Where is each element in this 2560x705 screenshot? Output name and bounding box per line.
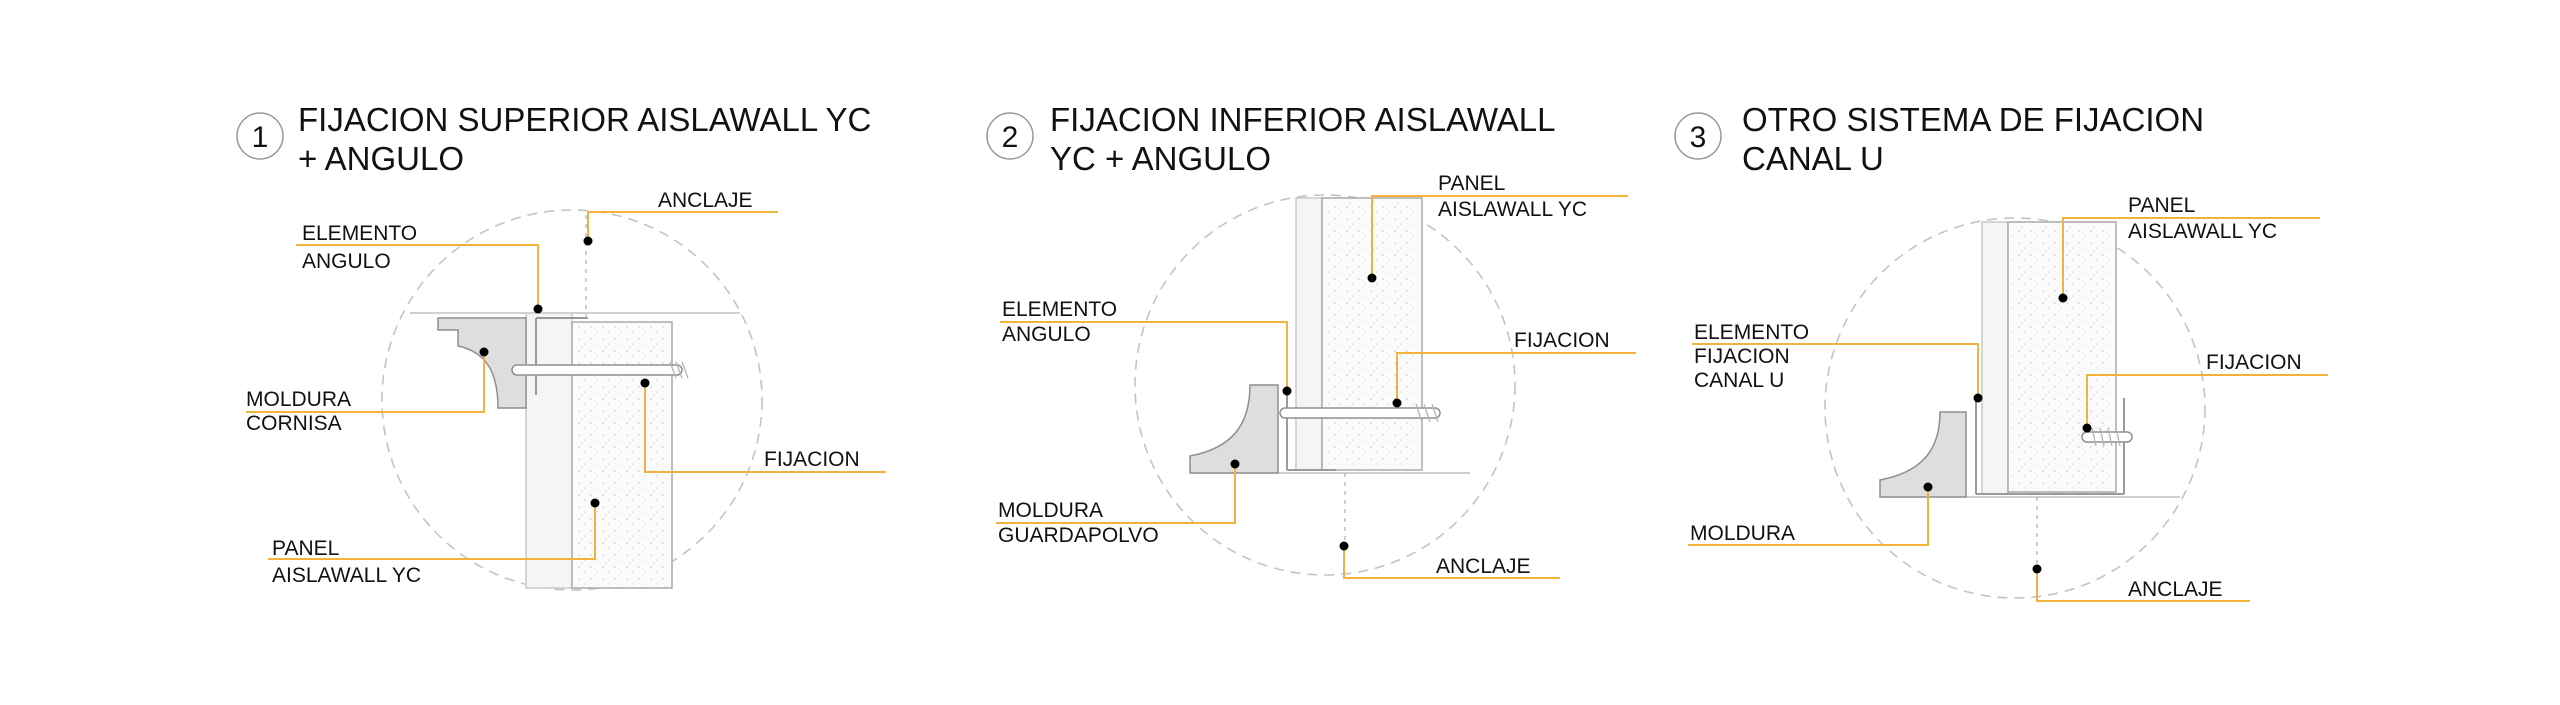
detail-1-title-line-2: + ANGULO <box>298 140 464 177</box>
detail-3-point-anclaje <box>2032 564 2042 574</box>
detail-3-molding <box>1879 411 1967 498</box>
detail-1-header: 1 FIJACION SUPERIOR AISLAWALL YC + ANGUL… <box>236 101 871 177</box>
detail-3-header: 3 OTRO SISTEMA DE FIJACION CANAL U <box>1674 101 2204 177</box>
detail-2-point-moldura <box>1230 459 1240 469</box>
detail-2-point-panel <box>1367 273 1377 283</box>
detail-1-label-elemento-line-1: ELEMENTO <box>302 222 417 245</box>
detail-3-point-panel <box>2058 293 2068 303</box>
detail-1-leader-panel <box>268 503 596 560</box>
detail-3-point-moldura <box>1923 482 1933 492</box>
detail-2-magnifier-outline <box>1134 194 1516 576</box>
detail-2-leader-fijacion <box>1396 352 1636 403</box>
detail-3-magnifier-outline <box>1824 217 2206 599</box>
detail-2-label-panel-line-2: AISLAWALL YC <box>1438 198 1587 221</box>
detail-2-label-fijacion: FIJACION <box>1514 329 1610 352</box>
detail-1-leader-fijacion <box>644 383 886 473</box>
detail-1-label-fijacion: FIJACION <box>764 448 860 471</box>
detail-3-number: 3 <box>1690 121 1707 154</box>
detail-3-title-line-1: OTRO SISTEMA DE FIJACION <box>1742 101 2204 138</box>
detail-1-point-elemento <box>533 304 543 314</box>
detail-3-label-panel-line-1: PANEL <box>2128 194 2195 217</box>
detail-3-u-channel <box>1975 398 2125 495</box>
detail-1-leader-elemento <box>296 244 539 309</box>
detail-2-label-elemento-line-2: ANGULO <box>1002 323 1091 346</box>
detail-3-leader-elemento <box>1692 343 1979 398</box>
detail-2-leader-anclaje <box>1343 546 1560 579</box>
detail-1-label-moldura-line-2: CORNISA <box>246 412 342 435</box>
detail-2-angle-element <box>1286 392 1336 471</box>
detail-2-leader-elemento <box>1000 321 1288 391</box>
detail-3-label-panel-line-2: AISLAWALL YC <box>2128 220 2277 243</box>
detail-3-label-elemento-line-1: ELEMENTO <box>1694 321 1809 344</box>
detail-3-leader-panel <box>2062 217 2320 298</box>
detail-2-number: 2 <box>1002 121 1019 154</box>
detail-3-point-elemento <box>1973 393 1983 403</box>
detail-2-point-fijacion <box>1392 398 1402 408</box>
detail-1-point-panel <box>590 498 600 508</box>
detail-1: 1 FIJACION SUPERIOR AISLAWALL YC + ANGUL… <box>236 101 886 591</box>
detail-2-label-moldura-line-1: MOLDURA <box>998 499 1103 522</box>
detail-1-screw-thread <box>669 361 689 379</box>
detail-2-support-wall <box>1295 197 1323 471</box>
detail-1-magnifier-outline <box>381 209 763 591</box>
detail-1-leader-anclaje <box>587 211 778 241</box>
detail-1-cornice-molding <box>437 317 527 409</box>
detail-1-support-wall <box>525 312 573 589</box>
detail-2-point-elemento <box>1282 386 1292 396</box>
detail-3-callouts: PANEL AISLAWALL YC ELEMENTO FIJACION CAN… <box>1688 194 2328 602</box>
detail-3-label-fijacion: FIJACION <box>2206 351 2302 374</box>
detail-2-leader-panel <box>1371 195 1628 278</box>
detail-1-label-panel-line-1: PANEL <box>272 537 339 560</box>
detail-2-baseboard-molding <box>1189 384 1279 474</box>
detail-3-leader-fijacion <box>2086 374 2328 428</box>
detail-1-leader-moldura <box>246 352 485 413</box>
detail-2-title-line-1: FIJACION INFERIOR AISLAWALL <box>1050 101 1556 138</box>
detail-3-fixing-screw <box>2081 431 2133 443</box>
detail-1-title-line-1: FIJACION SUPERIOR AISLAWALL YC <box>298 101 871 138</box>
detail-3-title-line-2: CANAL U <box>1742 140 1884 177</box>
detail-3-label-moldura: MOLDURA <box>1690 522 1795 545</box>
detail-1-section-drawing <box>381 209 763 591</box>
detail-1-label-panel-line-2: AISLAWALL YC <box>272 564 421 587</box>
detail-2: 2 FIJACION INFERIOR AISLAWALL YC + ANGUL… <box>986 101 1636 579</box>
detail-3-leader-moldura <box>1688 487 1929 546</box>
detail-1-label-elemento-line-2: ANGULO <box>302 250 391 273</box>
detail-2-leader-moldura <box>996 464 1236 524</box>
detail-2-point-anclaje <box>1339 541 1349 551</box>
detail-1-label-anclaje: ANCLAJE <box>658 189 753 212</box>
detail-2-number-badge <box>986 112 1034 160</box>
detail-3: 3 OTRO SISTEMA DE FIJACION CANAL U PANEL… <box>1674 101 2328 602</box>
detail-3-point-fijacion <box>2082 423 2092 433</box>
detail-1-point-moldura <box>479 347 489 357</box>
detail-1-number-badge <box>236 112 284 160</box>
detail-2-label-anclaje: ANCLAJE <box>1436 555 1531 578</box>
detail-3-support-wall <box>1981 221 2009 495</box>
detail-1-point-anclaje <box>583 236 593 246</box>
detail-2-section-drawing <box>1134 194 1516 576</box>
detail-3-label-elemento-line-3: CANAL U <box>1694 369 1784 392</box>
detail-1-callouts: ANCLAJE ELEMENTO ANGULO MOLDURA CORNISA … <box>246 189 886 587</box>
detail-3-screw-thread <box>2091 427 2121 447</box>
detail-2-label-elemento-line-1: ELEMENTO <box>1002 298 1117 321</box>
detail-1-label-moldura-line-1: MOLDURA <box>246 388 351 411</box>
detail-2-header: 2 FIJACION INFERIOR AISLAWALL YC + ANGUL… <box>986 101 1556 177</box>
detail-1-angle-element <box>535 317 588 395</box>
detail-3-section-drawing <box>1824 217 2206 599</box>
detail-2-fixing-screw <box>1279 407 1441 419</box>
detail-1-point-fijacion <box>640 378 650 388</box>
detail-2-screw-thread <box>1415 403 1439 423</box>
detail-3-number-badge <box>1674 112 1722 160</box>
detail-2-callouts: PANEL AISLAWALL YC ELEMENTO ANGULO FIJAC… <box>996 172 1636 579</box>
detail-3-label-anclaje: ANCLAJE <box>2128 578 2223 601</box>
detail-2-label-moldura-line-2: GUARDAPOLVO <box>998 524 1159 547</box>
detail-3-label-elemento-line-2: FIJACION <box>1694 345 1790 368</box>
detail-1-number: 1 <box>252 121 269 154</box>
detail-1-fixing-screw <box>511 364 683 376</box>
detail-2-label-panel-line-1: PANEL <box>1438 172 1505 195</box>
detail-3-leader-anclaje <box>2036 569 2250 602</box>
detail-2-title-line-2: YC + ANGULO <box>1050 140 1271 177</box>
